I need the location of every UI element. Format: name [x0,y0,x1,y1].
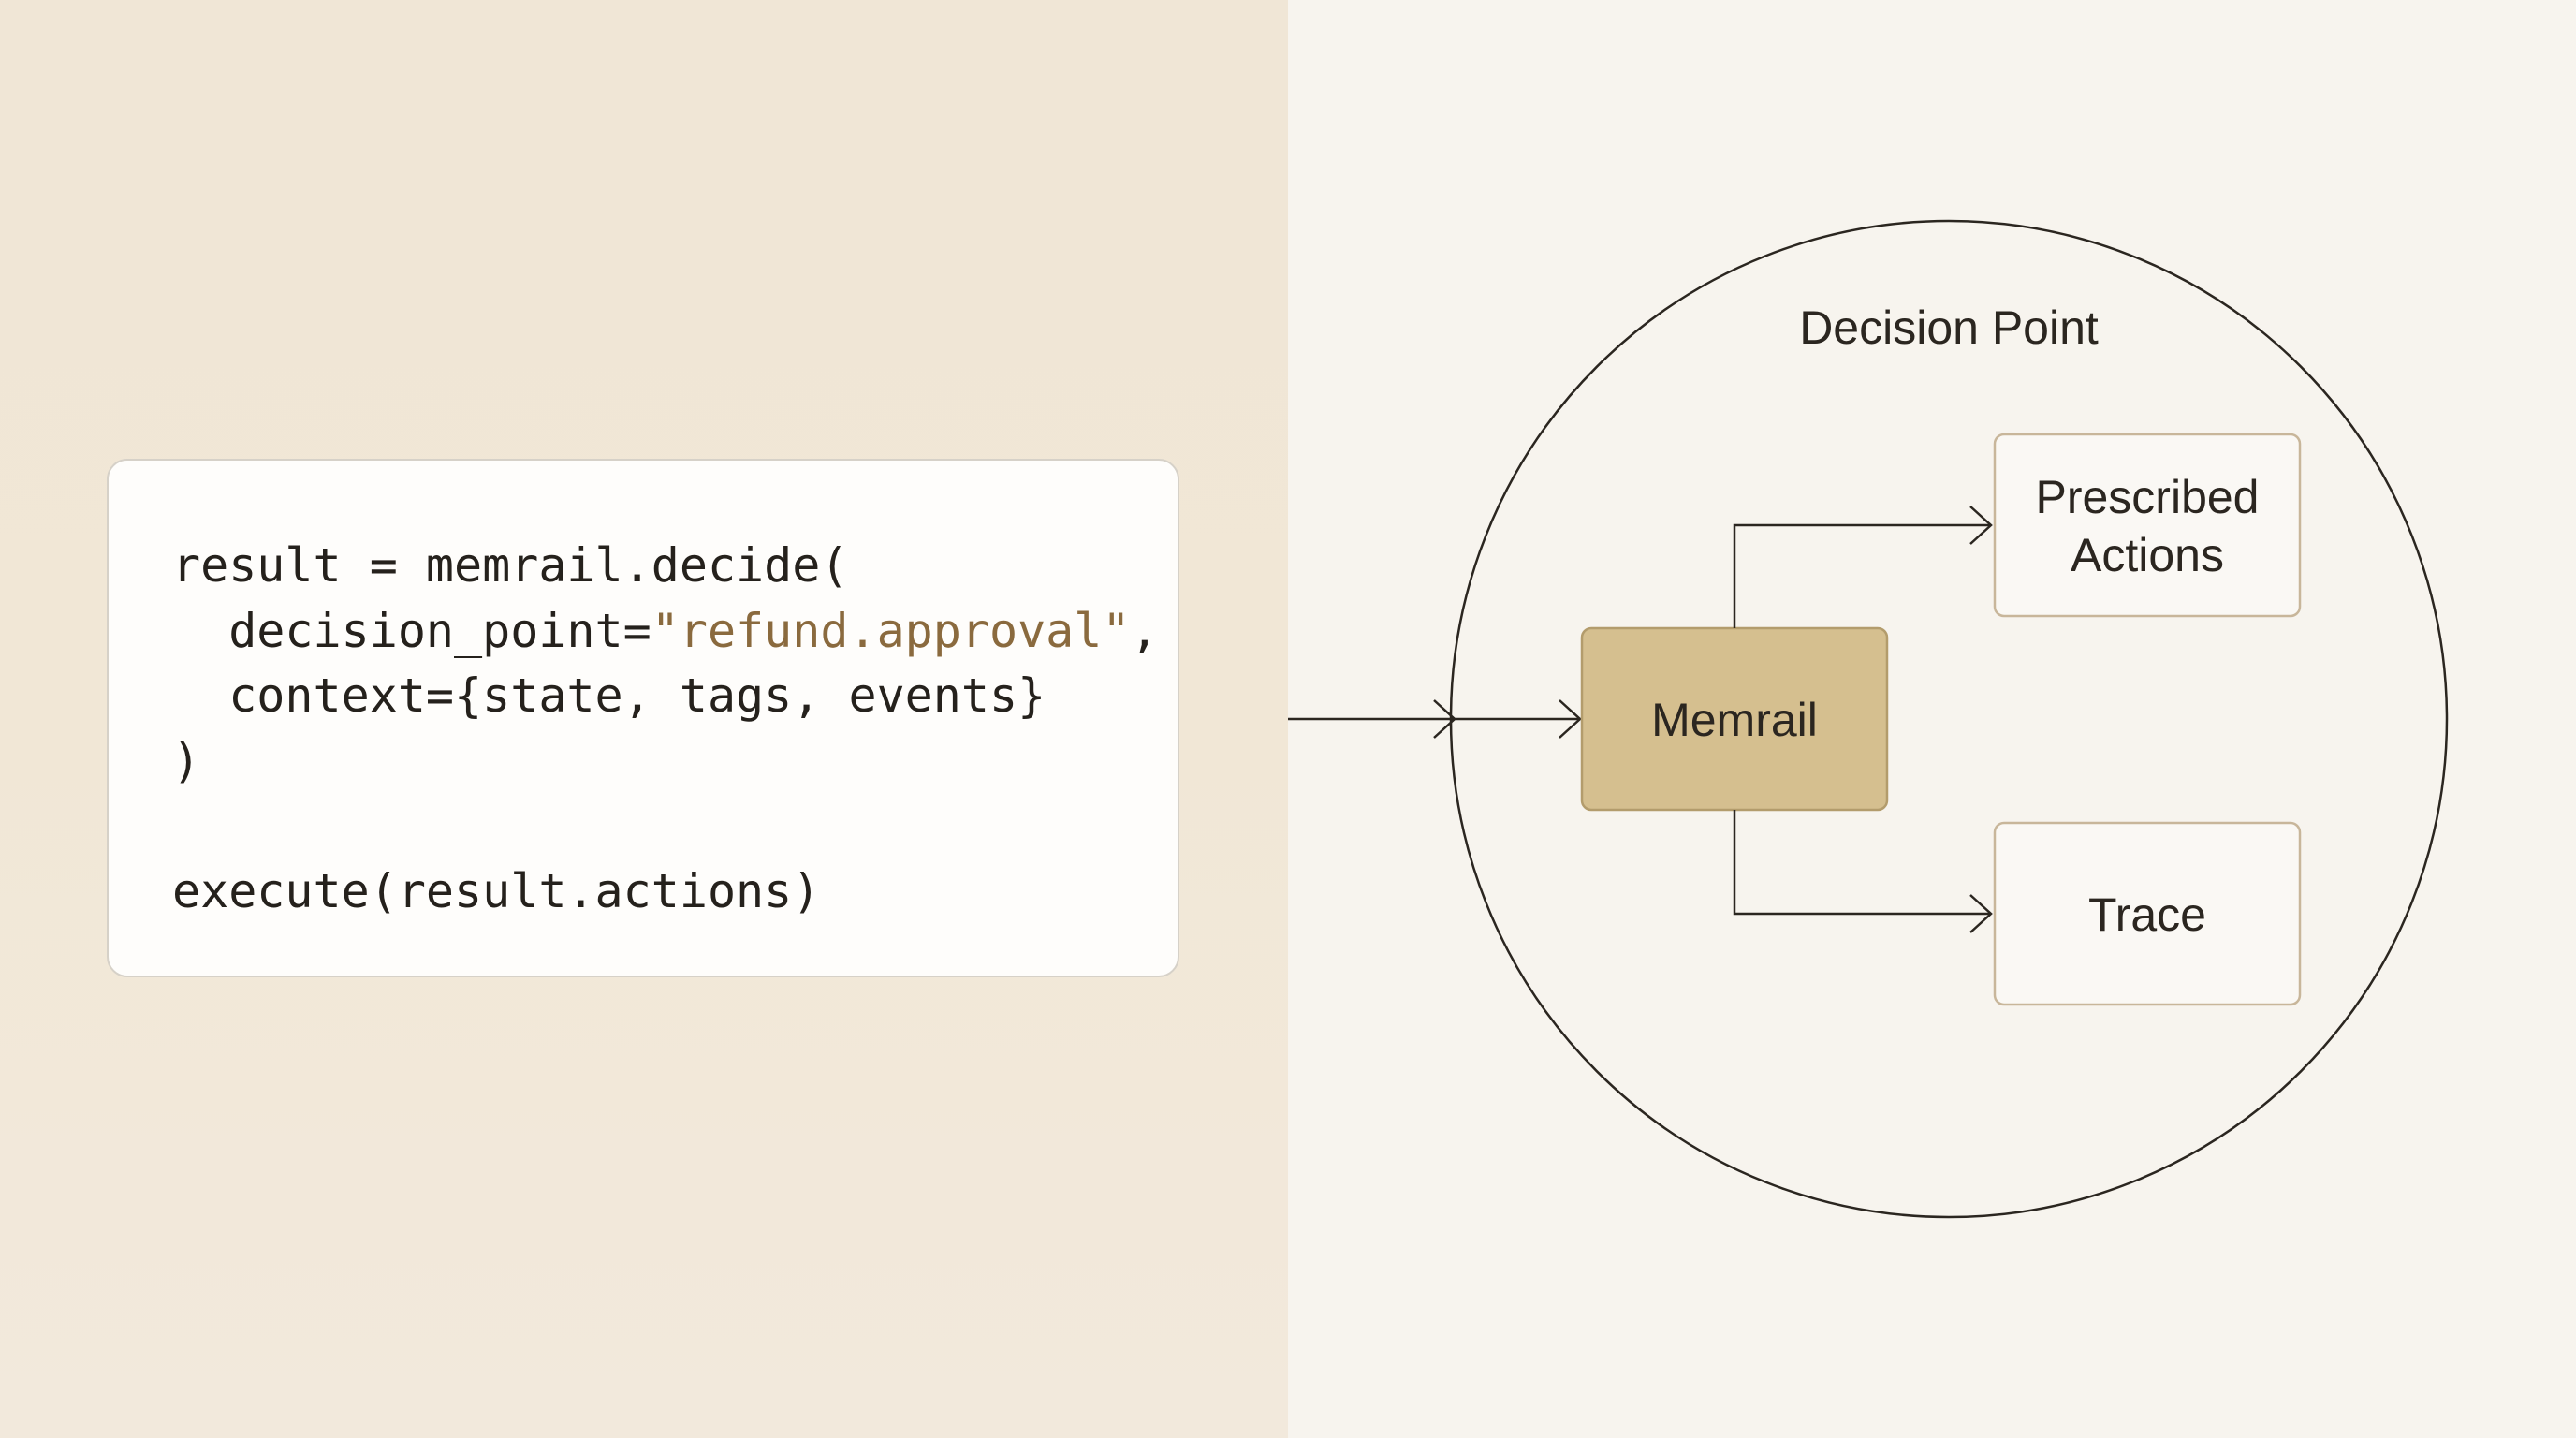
prescribed-actions-box [1993,433,2302,618]
connector-to-trace [1733,810,1991,916]
trace-label: Trace [2088,888,2206,941]
code-text: execute(result.actions) [172,863,821,918]
connector-to-actions [1733,523,1991,628]
trace-arrowhead-icon [1969,894,1993,933]
code-text: , [1130,603,1159,658]
code-text: result = memrail.decide( [172,538,849,593]
code-line-6: execute(result.actions) [172,859,1159,925]
code-text: context={state, tags, events} [172,668,1046,723]
code-card: result = memrail.decide( decision_point=… [107,459,1179,977]
actions-arrowhead-icon [1969,506,1993,545]
decision-point-label: Decision Point [1799,301,2099,354]
code-string-literal: "refund.approval" [651,603,1131,658]
code-block: result = memrail.decide( decision_point=… [172,534,1159,924]
code-line-4: ) [172,729,1159,795]
code-line-2: decision_point="refund.approval", [172,599,1159,665]
trace-box [1993,821,2302,1006]
input-arrowhead-icon [1559,699,1582,739]
memrail-label: Memrail [1651,694,1818,746]
prescribed-actions-label-line2: Actions [2071,529,2224,581]
code-text: ) [172,733,201,788]
prescribed-actions-label-line1: Prescribed [2036,471,2260,523]
code-line-1: result = memrail.decide( [172,534,1159,599]
code-line-3: context={state, tags, events} [172,664,1159,729]
code-text: decision_point= [172,603,651,658]
